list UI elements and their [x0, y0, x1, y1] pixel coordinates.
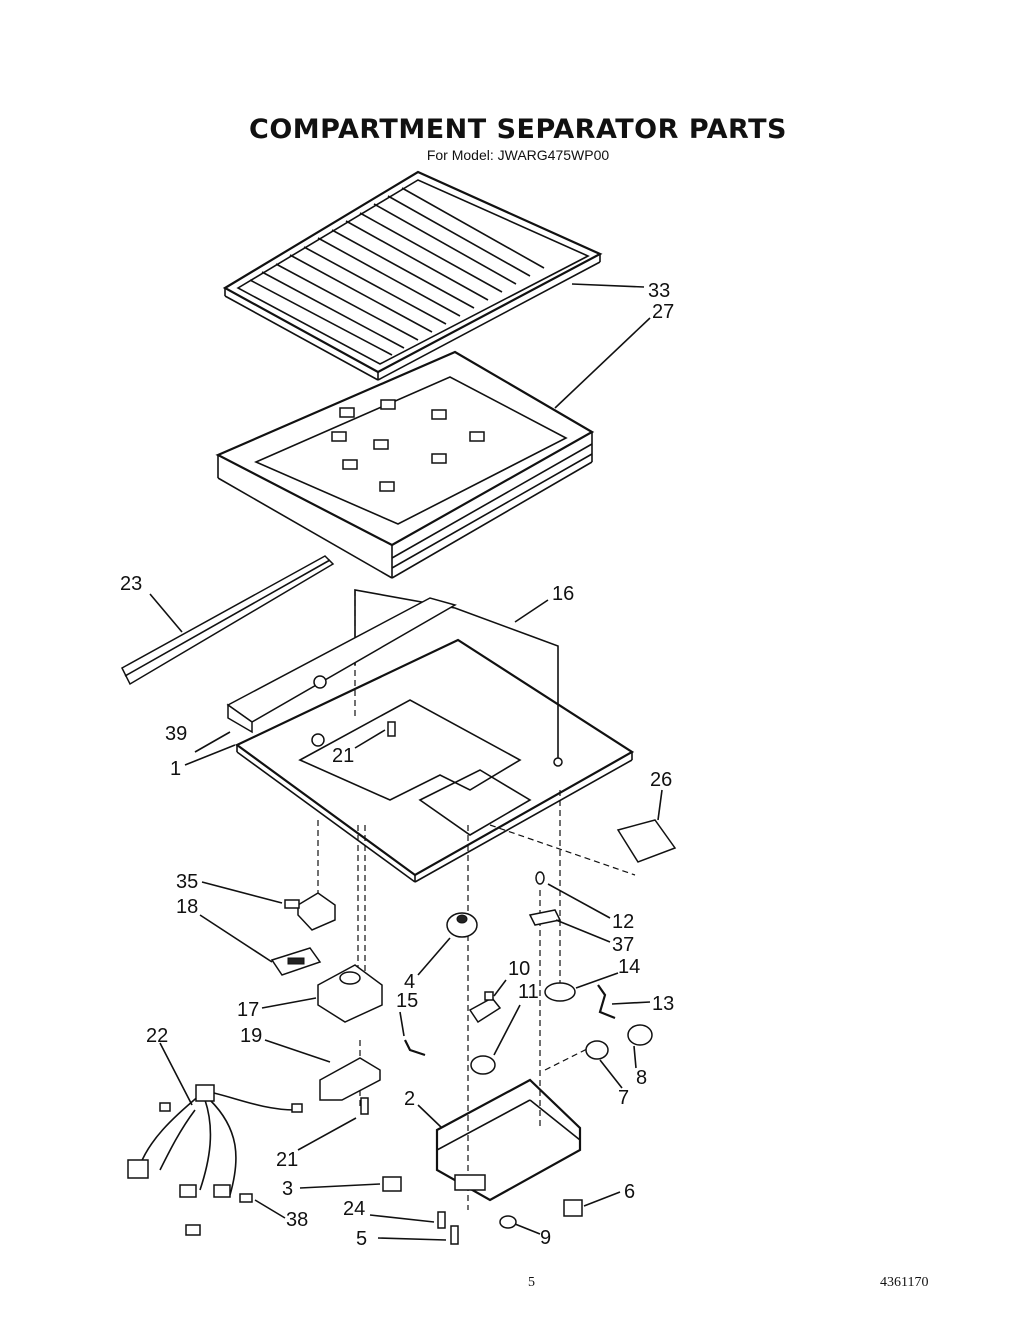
callout-labels: 33 27 23 16 39 1 21 26 35 18 17 19 22 21… [120, 280, 674, 1250]
callout-37: 37 [612, 934, 634, 956]
callout-8: 8 [636, 1067, 647, 1089]
callout-24: 24 [343, 1198, 365, 1220]
callout-23: 23 [120, 573, 142, 595]
diagram-title: COMPARTMENT SEPARATOR PARTS [249, 114, 787, 145]
callout-14: 14 [618, 956, 640, 978]
callout-33: 33 [648, 280, 670, 302]
callout-26: 26 [650, 769, 672, 791]
callout-21-lower: 21 [276, 1149, 298, 1171]
part-1-separator-plate [234, 638, 635, 883]
callout-15: 15 [396, 990, 418, 1012]
callout-22: 22 [146, 1025, 168, 1047]
callout-leader-lines [149, 283, 663, 1241]
callout-11: 11 [518, 981, 539, 1003]
part-23-trim-strip [121, 555, 335, 686]
page-number: 5 [528, 1275, 535, 1290]
callout-27: 27 [652, 301, 674, 323]
callout-21-upper: 21 [332, 745, 354, 767]
callout-19: 19 [240, 1025, 262, 1047]
callout-2: 2 [404, 1088, 415, 1110]
callout-38: 38 [286, 1209, 308, 1231]
callout-4: 4 [404, 971, 415, 993]
callout-10: 10 [508, 958, 530, 980]
callout-5: 5 [356, 1228, 367, 1250]
grille-slats [249, 187, 545, 356]
part-39-channel [226, 597, 457, 734]
callout-16: 16 [552, 583, 574, 605]
model-subtitle: For Model: JWARG475WP00 [426, 147, 610, 163]
callout-18: 18 [176, 896, 198, 918]
callout-6: 6 [624, 1181, 635, 1203]
callout-35: 35 [176, 871, 198, 893]
callout-39: 39 [165, 723, 187, 745]
part-26-insulation-block [616, 819, 677, 863]
part-33-shelf-grille [222, 170, 603, 381]
callout-17: 17 [237, 999, 259, 1021]
part-27-separator-frame [215, 350, 595, 579]
small-parts [127, 721, 653, 1245]
callout-9: 9 [540, 1227, 551, 1249]
callout-3: 3 [282, 1178, 293, 1200]
callout-12: 12 [612, 911, 634, 933]
callout-7: 7 [618, 1087, 629, 1109]
callout-1: 1 [170, 758, 181, 780]
document-number: 4361170 [880, 1275, 929, 1290]
callout-13: 13 [652, 993, 674, 1015]
